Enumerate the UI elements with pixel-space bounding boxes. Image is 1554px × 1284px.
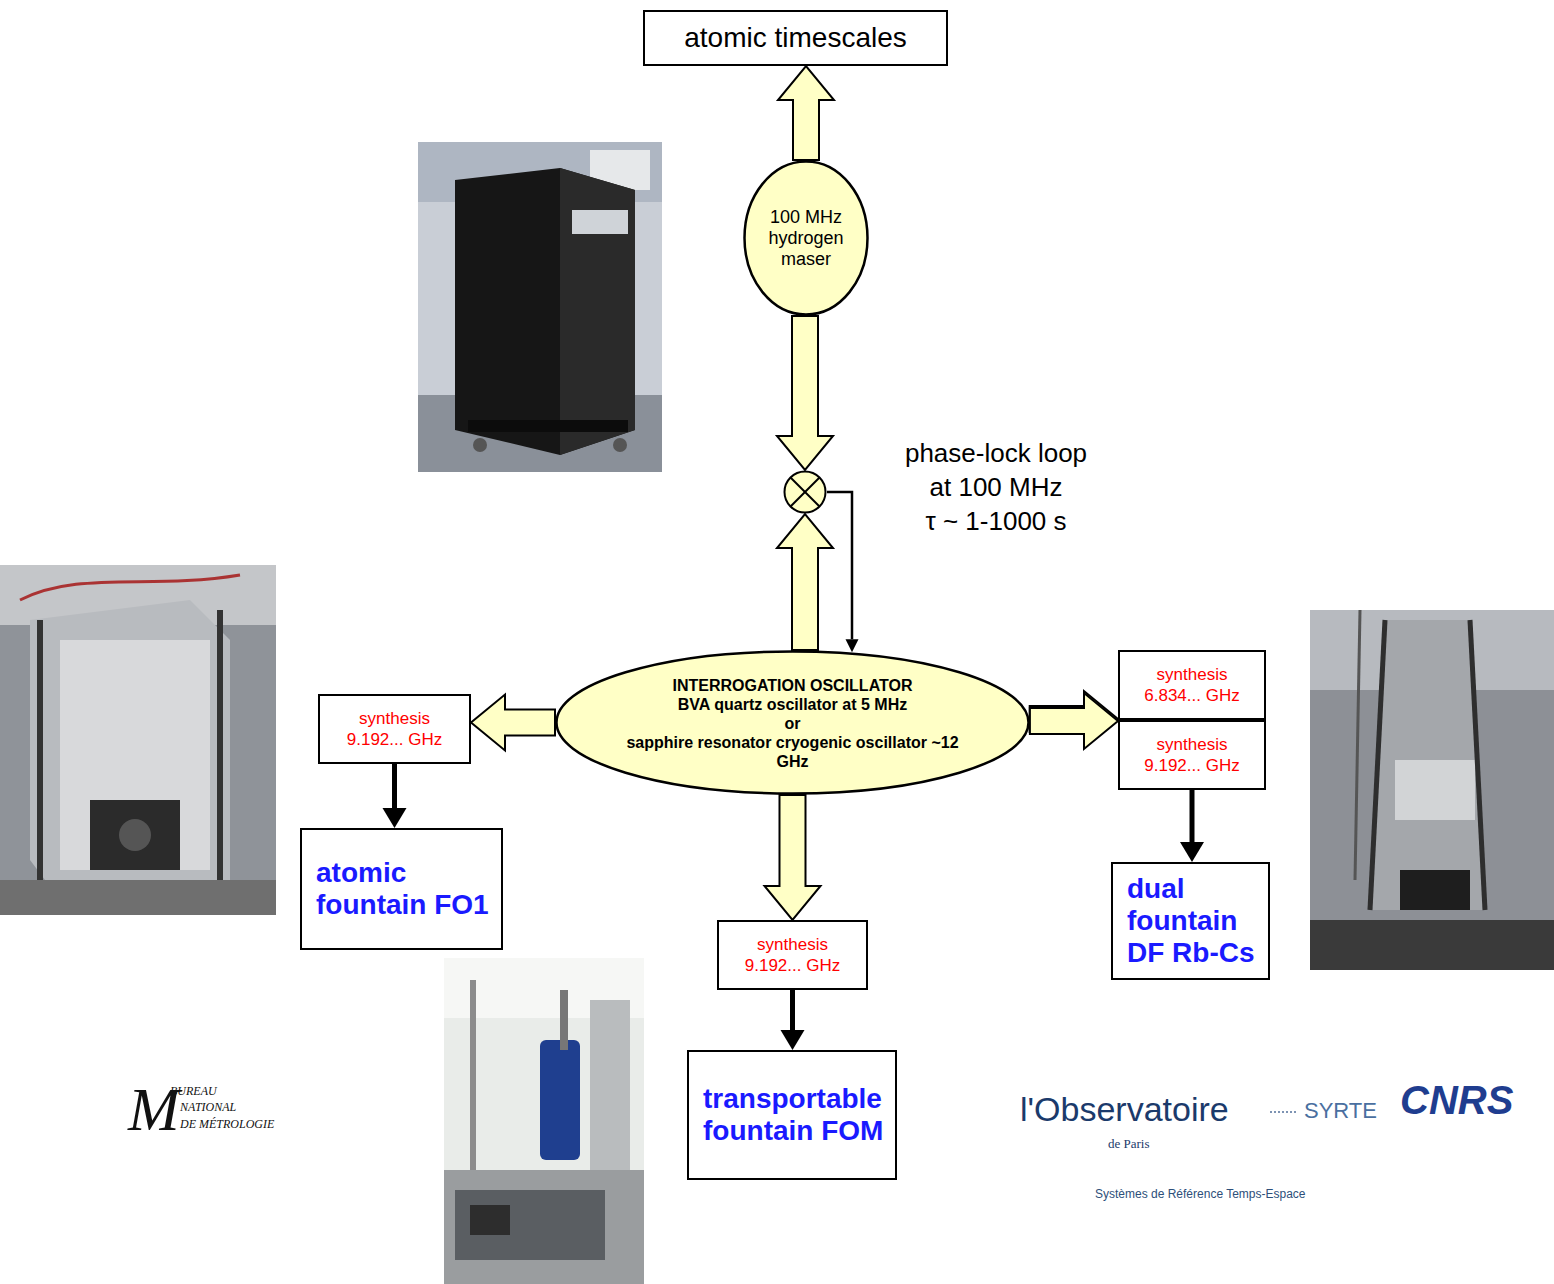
connector-arrow (1030, 693, 1118, 749)
text-group: 100 MHz hydrogen maser (743, 207, 869, 270)
logo-text: de Paris (1108, 1136, 1150, 1152)
logo-subtitle: Systèmes de Référence Temps-Espace (1095, 1187, 1306, 1201)
node-text: dual fountain DF Rb-Cs (1127, 873, 1268, 969)
fountain-box: atomic fountain FO1 (300, 828, 503, 950)
connector-arrow (827, 492, 859, 652)
text-group: transportable fountain FOM (689, 1083, 895, 1147)
synthesis-box: synthesis 9.192... GHz (717, 920, 868, 990)
oscillator-ellipse: INTERROGATION OSCILLATORBVA quartz oscil… (555, 650, 1030, 795)
timescale-box: atomic timescales (643, 10, 948, 66)
fountain-box: dual fountain DF Rb-Cs (1111, 862, 1270, 980)
text-group: atomic fountain FO1 (302, 857, 501, 921)
logo-text: l'Observatoire (1020, 1090, 1229, 1129)
connector-arrow (765, 795, 821, 920)
connector-arrow (383, 764, 407, 828)
connector-arrow (777, 514, 833, 650)
logo-text: NATIONAL (180, 1100, 236, 1115)
text-group: synthesis 6.834... GHz (1120, 664, 1264, 706)
node-text: sapphire resonator cryogenic oscillator … (623, 732, 963, 770)
node-text: or (623, 713, 963, 732)
node-text: BVA quartz oscillator at 5 MHz (623, 694, 963, 713)
mixer-symbol: phase-lock loopat 100 MHzτ ~ 1-1000 s (783, 470, 827, 514)
text-group: synthesis 9.192... GHz (1120, 734, 1264, 776)
fom-photo (444, 958, 644, 1284)
node-text: at 100 MHz (861, 470, 1131, 504)
connector-arrow (781, 990, 805, 1050)
synthesis-box: synthesis 9.192... GHz (1118, 720, 1266, 790)
text-group: atomic timescales (645, 22, 946, 54)
synthesis-box: synthesis 9.192... GHz (318, 694, 471, 764)
node-text: τ ~ 1-1000 s (861, 504, 1131, 538)
node-text: synthesis 9.192... GHz (733, 934, 853, 976)
logo-text: CNRS (1400, 1078, 1513, 1123)
text-group: INTERROGATION OSCILLATORBVA quartz oscil… (555, 675, 1030, 770)
node-text: 100 MHz hydrogen maser (758, 207, 854, 270)
text-group: phase-lock loopat 100 MHzτ ~ 1-1000 s (861, 436, 1131, 538)
fo1-photo (0, 565, 276, 915)
node-text: atomic timescales (645, 22, 946, 54)
node-text: synthesis 6.834... GHz (1132, 664, 1252, 706)
node-text: transportable fountain FOM (703, 1083, 895, 1147)
connector-arrow (778, 66, 834, 160)
maser-ellipse: 100 MHz hydrogen maser (743, 160, 869, 316)
node-text: INTERROGATION OSCILLATOR (623, 675, 963, 694)
logo-text: DE MÉTROLOGIE (180, 1117, 274, 1132)
logo-separator (1270, 1111, 1298, 1113)
dual-fountain-photo (1310, 610, 1554, 970)
node-text: phase-lock loop (861, 436, 1131, 470)
logo-text: SYRTE (1304, 1098, 1377, 1124)
text-group: synthesis 9.192... GHz (320, 708, 469, 750)
node-text: synthesis 9.192... GHz (1132, 734, 1252, 776)
fountain-box: transportable fountain FOM (687, 1050, 897, 1180)
logo-text: BUREAU (170, 1084, 217, 1099)
synthesis-box: synthesis 6.834... GHz (1118, 650, 1266, 720)
text-group: synthesis 9.192... GHz (719, 934, 866, 976)
text-group: dual fountain DF Rb-Cs (1113, 873, 1268, 969)
connector-arrow (777, 316, 833, 470)
node-text: synthesis 9.192... GHz (335, 708, 455, 750)
mixer-outline (783, 470, 827, 514)
connector-arrow (471, 695, 555, 751)
connector-arrow (1180, 790, 1204, 862)
maser-photo (418, 142, 662, 472)
node-text: atomic fountain FO1 (316, 857, 501, 921)
